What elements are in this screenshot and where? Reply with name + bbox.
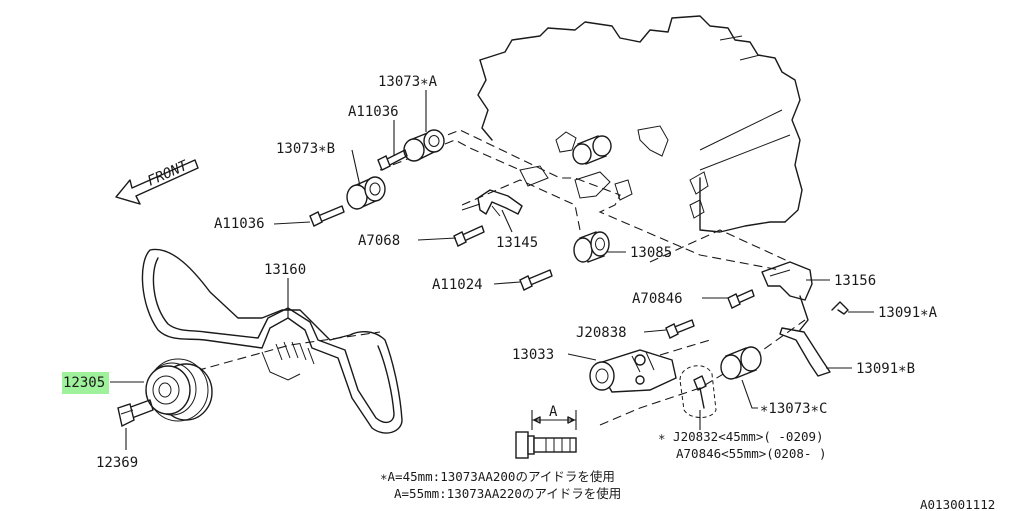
label-dimension-a: A	[549, 404, 558, 420]
label-a7068: A7068	[358, 233, 400, 249]
label-j20838: J20838	[576, 325, 627, 341]
label-13073a: 13073∗A	[378, 74, 438, 90]
footnote-line-2: A=55mm:13073AA220のアイドラを使用	[394, 486, 621, 501]
bolt-a7068	[453, 225, 485, 247]
front-label: FRONT	[145, 157, 191, 189]
bolt-a11036-left	[309, 205, 345, 227]
bolt-a11036-top	[377, 149, 408, 171]
part-labels: 13073∗A A11036 13073∗B A11036 A7068 1314…	[63, 74, 938, 471]
label-a11036-left: A11036	[214, 216, 265, 232]
diagram-code: A013001112	[920, 497, 995, 511]
crank-pulley	[145, 358, 213, 422]
label-12369: 12369	[96, 455, 138, 471]
leader-lines	[110, 90, 874, 450]
upper-idler	[572, 135, 612, 165]
label-j20832: ∗ J20832<45mm>( -0209)	[658, 429, 824, 444]
label-13160: 13160	[264, 262, 306, 278]
tensioner-13033	[589, 349, 677, 393]
timing-belt	[141, 248, 403, 434]
idler-13073a	[403, 129, 445, 162]
label-a11036-top: A11036	[348, 104, 399, 120]
label-a70846: A70846	[632, 291, 683, 307]
spring-13091a	[831, 301, 849, 315]
label-a11024: A11024	[432, 277, 483, 293]
bolt-a11024	[519, 269, 553, 291]
front-arrow: FRONT	[115, 157, 199, 205]
label-a70846-55: A70846<55mm>(0208- )	[676, 446, 827, 461]
crank-bolt	[117, 399, 154, 428]
label-13156: 13156	[834, 273, 876, 289]
idler-13073b	[346, 176, 386, 210]
idler-13085	[573, 231, 610, 263]
label-13091b: 13091∗B	[856, 361, 915, 377]
bolt-j20832	[679, 365, 717, 418]
engine-block-outline	[477, 15, 803, 233]
spring-plate-13091b	[779, 327, 831, 377]
bracket-13145	[461, 189, 523, 217]
bracket-13156	[761, 261, 813, 331]
label-12305: 12305	[63, 375, 105, 391]
label-13085: 13085	[630, 245, 672, 261]
bolt-a70846	[727, 289, 755, 309]
label-13033: 13033	[512, 347, 554, 363]
highlight-12305	[62, 372, 109, 394]
idler-13073c	[720, 346, 762, 380]
footnotes: ∗A=45mm:13073AA200のアイドラを使用 A=55mm:13073A…	[380, 469, 621, 501]
label-13091a: 13091∗A	[878, 305, 938, 321]
bolt-j20838	[665, 319, 695, 339]
footnote-line-1: ∗A=45mm:13073AA200のアイドラを使用	[380, 469, 615, 484]
label-13073c: ∗13073∗C	[760, 401, 827, 417]
label-13073b: 13073∗B	[276, 141, 335, 157]
label-13145: 13145	[496, 235, 538, 251]
dimension-diagram	[515, 410, 577, 459]
